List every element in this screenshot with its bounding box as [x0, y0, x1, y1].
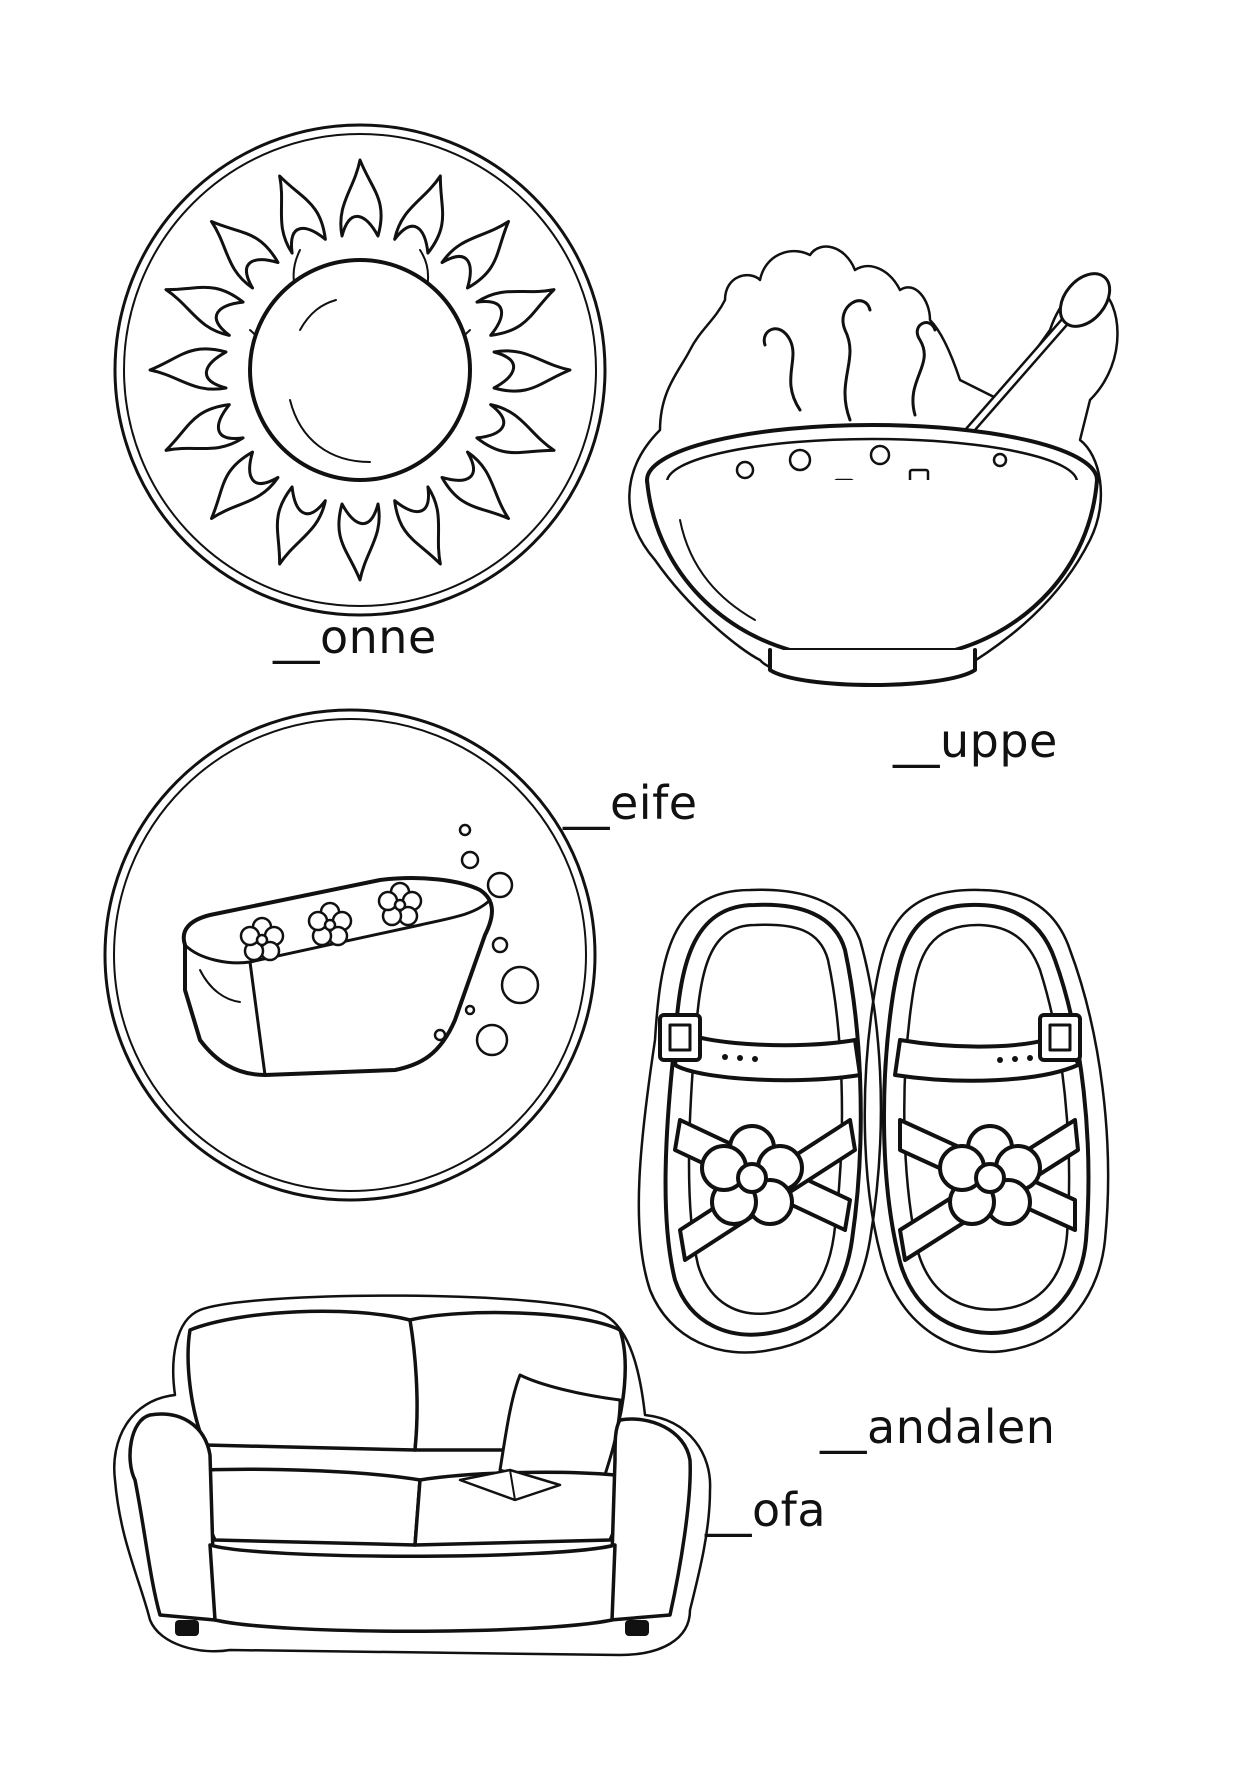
- sofa-icon: [113, 1294, 712, 1657]
- soap-bar-icon: [103, 708, 597, 1202]
- word-soap: __eife: [563, 776, 698, 830]
- word-soup: __uppe: [893, 714, 1058, 768]
- word-sandals: __andalen: [820, 1400, 1056, 1454]
- sun-icon: [113, 123, 607, 617]
- word-sofa: __ofa: [705, 1483, 827, 1537]
- word-sun: __onne: [273, 610, 437, 664]
- sandals-icon: [637, 888, 1110, 1354]
- soup-bowl-icon: [628, 245, 1119, 687]
